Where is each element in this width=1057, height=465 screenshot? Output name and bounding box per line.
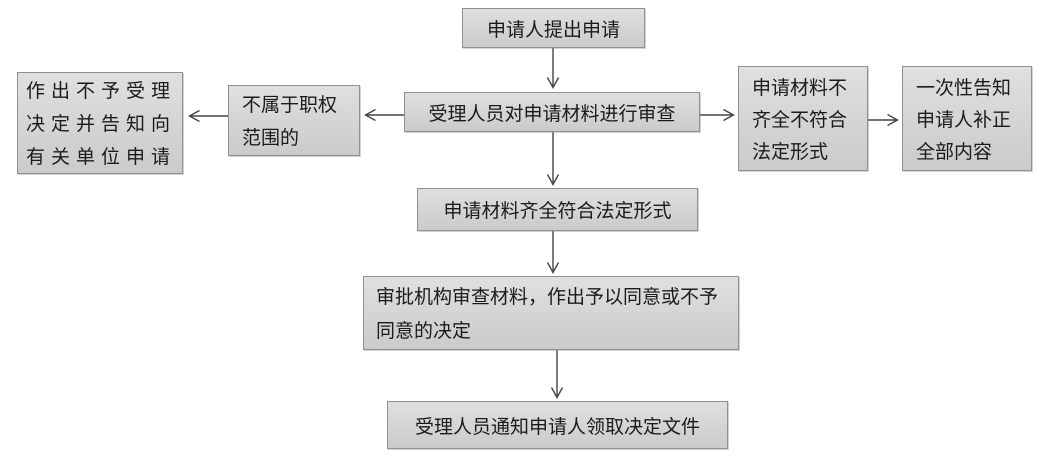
node-reject-and-notify: 作出不予受理 决定并告知向 有关单位申请 bbox=[17, 72, 183, 174]
node-notify-collect-decision: 受理人员通知申请人领取决定文件 bbox=[387, 401, 728, 449]
node-one-time-correction-notice: 一次性告知 申请人补正 全部内容 bbox=[902, 66, 1032, 171]
node-materials-complete: 申请材料齐全符合法定形式 bbox=[417, 188, 698, 231]
node-approval-decision: 审批机构审查材料，作出予以同意或不予 同意的决定 bbox=[363, 276, 739, 350]
node-not-within-authority: 不属于职权 范围的 bbox=[228, 85, 360, 156]
node-materials-incomplete: 申请材料不 齐全不符合 法定形式 bbox=[738, 66, 868, 171]
node-applicant-submit: 申请人提出申请 bbox=[462, 8, 645, 48]
node-acceptance-review: 受理人员对申请材料进行审查 bbox=[404, 92, 700, 132]
